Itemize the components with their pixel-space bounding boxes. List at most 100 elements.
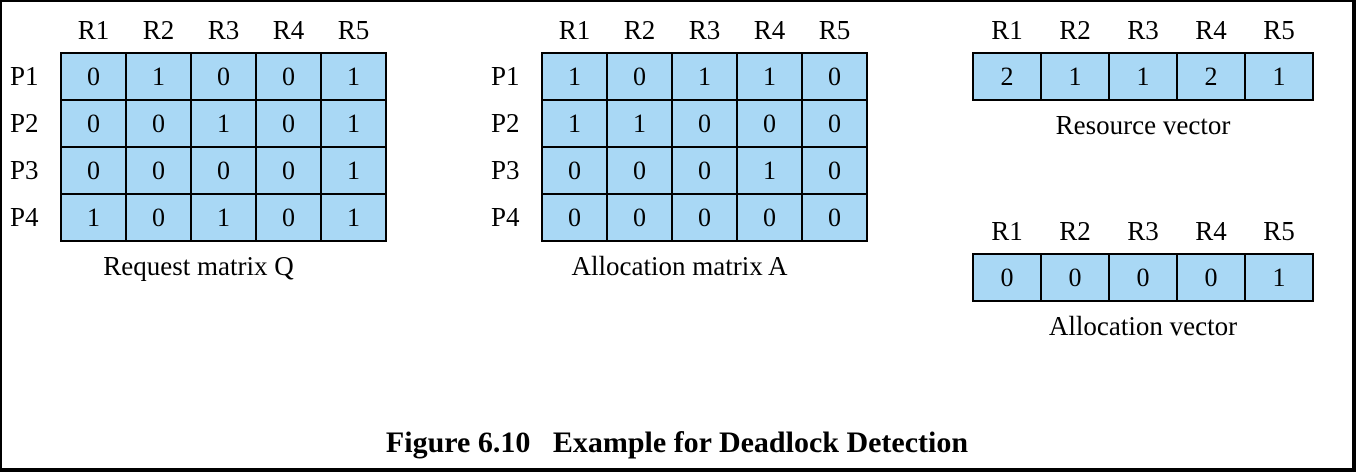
matrix-cell: 0 xyxy=(671,146,738,195)
col-header-r1: R1 xyxy=(558,14,591,45)
matrix-cell: 0 xyxy=(606,146,673,195)
allocation-matrix-title: Allocation matrix A xyxy=(571,251,788,281)
allocation-matrix-header-row: R1 R2 R3 R4 R5 xyxy=(491,8,867,53)
matrix-cell: 0 xyxy=(606,193,673,242)
matrix-cell: 0 xyxy=(736,99,803,148)
matrix-cell: 0 xyxy=(801,193,868,242)
figure-body: R1 R2 R3 R4 R5 P1 0 1 0 0 1 P2 0 0 xyxy=(2,2,1352,342)
row-header-p1: P1 xyxy=(10,61,39,91)
allocation-vector-row: 0 0 0 0 1 xyxy=(972,253,1314,302)
vector-cell: 1 xyxy=(1244,52,1314,101)
request-matrix-title: Request matrix Q xyxy=(103,251,294,281)
matrix-cell: 0 xyxy=(125,146,192,195)
row-header-p4: P4 xyxy=(10,202,39,232)
matrix-cell: 0 xyxy=(60,146,127,195)
vector-cell: 1 xyxy=(1108,52,1178,101)
allocation-matrix-row-p4: P4 0 0 0 0 0 xyxy=(491,193,868,242)
matrix-cell: 0 xyxy=(255,146,322,195)
allocation-vector-table: R1 R2 R3 R4 R5 0 0 0 0 1 xyxy=(972,209,1314,302)
request-matrix-row-p1: P1 0 1 0 0 1 xyxy=(10,52,387,101)
matrix-cell: 0 xyxy=(736,193,803,242)
matrix-cell: 1 xyxy=(190,99,257,148)
vector-cell: 0 xyxy=(972,253,1042,302)
matrix-cell: 0 xyxy=(541,193,608,242)
row-header-p2: P2 xyxy=(491,108,520,138)
allocation-matrix-row-p2: P2 1 1 0 0 0 xyxy=(491,99,868,148)
vector-cell: 2 xyxy=(1176,52,1246,101)
vector-cell: 1 xyxy=(1244,253,1314,302)
matrix-cell: 0 xyxy=(801,146,868,195)
allocation-matrix-row-p1: P1 1 0 1 1 0 xyxy=(491,52,868,101)
matrix-cell: 1 xyxy=(320,52,387,101)
row-header-p3: P3 xyxy=(10,155,39,185)
request-matrix-header-row: R1 R2 R3 R4 R5 xyxy=(10,8,386,53)
allocation-vector-block: R1 R2 R3 R4 R5 0 0 0 0 1 Allocation vect… xyxy=(972,209,1314,342)
matrix-cell: 0 xyxy=(671,193,738,242)
row-header-p4: P4 xyxy=(491,202,520,232)
matrix-cell: 0 xyxy=(606,52,673,101)
resource-vector-block: R1 R2 R3 R4 R5 2 1 1 2 1 Resource vector xyxy=(972,8,1314,141)
matrix-cell: 1 xyxy=(736,52,803,101)
vector-cell: 2 xyxy=(972,52,1042,101)
matrix-cell: 1 xyxy=(320,146,387,195)
vectors-group: R1 R2 R3 R4 R5 2 1 1 2 1 Resource vector xyxy=(972,8,1314,342)
row-header-p1: P1 xyxy=(491,61,520,91)
col-header-r2: R2 xyxy=(142,14,175,45)
allocation-matrix-group: R1 R2 R3 R4 R5 P1 1 0 1 1 0 P2 1 1 xyxy=(491,8,868,282)
request-matrix-row-p3: P3 0 0 0 0 1 xyxy=(10,146,387,195)
col-header-r3: R3 xyxy=(688,14,721,45)
vector-cell: 0 xyxy=(1040,253,1110,302)
col-header-r1: R1 xyxy=(991,215,1023,246)
request-matrix-row-p2: P2 0 0 1 0 1 xyxy=(10,99,387,148)
matrix-cell: 0 xyxy=(60,99,127,148)
matrix-cell: 1 xyxy=(671,52,738,101)
corner-spacer xyxy=(10,8,61,53)
matrix-cell: 1 xyxy=(60,193,127,242)
matrix-cell: 0 xyxy=(801,52,868,101)
allocation-vector-header-row: R1 R2 R3 R4 R5 xyxy=(973,209,1313,254)
col-header-r2: R2 xyxy=(1059,215,1091,246)
corner-spacer xyxy=(491,8,542,53)
col-header-r1: R1 xyxy=(991,14,1023,45)
request-matrix-table: R1 R2 R3 R4 R5 P1 0 1 0 0 1 P2 0 0 xyxy=(10,8,387,242)
allocation-matrix-table: R1 R2 R3 R4 R5 P1 1 0 1 1 0 P2 1 1 xyxy=(491,8,868,242)
allocation-vector-title: Allocation vector xyxy=(1048,311,1238,341)
col-header-r4: R4 xyxy=(753,14,786,45)
matrix-cell: 0 xyxy=(671,99,738,148)
allocation-matrix-row-p3: P3 0 0 0 1 0 xyxy=(491,146,868,195)
request-matrix-group: R1 R2 R3 R4 R5 P1 0 1 0 0 1 P2 0 0 xyxy=(10,8,387,282)
resource-vector-title: Resource vector xyxy=(1055,110,1231,140)
col-header-r2: R2 xyxy=(623,14,656,45)
matrix-cell: 0 xyxy=(255,99,322,148)
matrix-cell: 0 xyxy=(60,52,127,101)
col-header-r5: R5 xyxy=(1263,14,1295,45)
col-header-r3: R3 xyxy=(207,14,240,45)
col-header-r5: R5 xyxy=(818,14,851,45)
col-header-r3: R3 xyxy=(1127,14,1159,45)
vector-cell: 0 xyxy=(1108,253,1178,302)
resource-vector-header-row: R1 R2 R3 R4 R5 xyxy=(973,8,1313,53)
matrix-cell: 0 xyxy=(541,146,608,195)
col-header-r4: R4 xyxy=(1195,215,1227,246)
col-header-r4: R4 xyxy=(1195,14,1227,45)
row-header-p2: P2 xyxy=(10,108,39,138)
matrix-cell: 1 xyxy=(125,52,192,101)
matrix-cell: 1 xyxy=(190,193,257,242)
matrix-cell: 1 xyxy=(736,146,803,195)
vector-cell: 1 xyxy=(1040,52,1110,101)
matrix-cell: 0 xyxy=(255,52,322,101)
matrix-cell: 0 xyxy=(190,52,257,101)
matrix-cell: 0 xyxy=(125,193,192,242)
matrix-cell: 0 xyxy=(190,146,257,195)
matrix-cell: 1 xyxy=(541,99,608,148)
vector-cell: 0 xyxy=(1176,253,1246,302)
col-header-r5: R5 xyxy=(1263,215,1295,246)
matrix-cell: 0 xyxy=(255,193,322,242)
col-header-r4: R4 xyxy=(272,14,305,45)
matrix-cell: 1 xyxy=(320,99,387,148)
col-header-r5: R5 xyxy=(337,14,370,45)
matrix-cell: 1 xyxy=(606,99,673,148)
matrix-cell: 0 xyxy=(801,99,868,148)
matrix-cell: 0 xyxy=(125,99,192,148)
